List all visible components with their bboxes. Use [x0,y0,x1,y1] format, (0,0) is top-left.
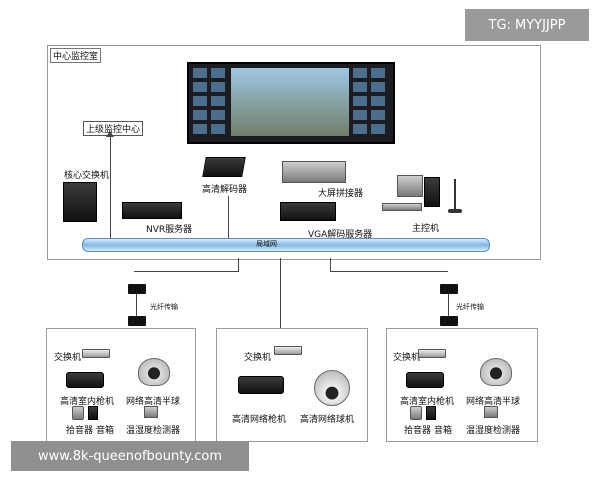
fiber-label-right: 光纤传输 [456,303,484,311]
branch-right-h [330,271,448,272]
nvr-server-label: NVR服务器 [146,225,193,235]
site-1-cam1-label: 高清室内枪机 [60,397,115,407]
fiber-converter-right-bottom [440,316,458,326]
site-1-switch-icon [82,349,110,358]
site-2-cam2-label: 高清网络球机 [300,415,355,425]
upper-center-link [110,133,111,238]
site-1-pickup-label: 拾音器 [66,426,94,436]
hd-decoder-link [228,196,229,238]
site-3-speaker-label: 音箱 [434,426,453,436]
watermark-tg: TG: MYYJJPP [465,9,589,41]
fiber-converter-left-bottom [128,316,146,326]
vga-server-label: VGA解码服务器 [308,230,373,240]
core-switch-icon [63,182,97,222]
vga-server-icon [280,202,336,221]
fiber-left-line [136,294,137,316]
site-2-ptz-camera-icon [314,370,350,406]
site-1-pickup-icon [72,406,84,420]
watermark-url: www.8k-queenofbounty.com [11,441,249,471]
host-computer-icon [382,175,472,217]
site-3-bullet-camera-icon [406,372,444,388]
fiber-right-line [448,294,449,316]
branch-left-v [238,258,239,272]
site-3-switch-icon [418,349,446,358]
site-2-switch-icon [274,346,302,355]
site-3-switch-label: 交换机 [393,353,421,363]
control-room-title: 中心监控室 [50,48,102,63]
site-3-pickup-label: 拾音器 [404,426,432,436]
fiber-label-left: 光纤传输 [150,303,178,311]
site-1-speaker-icon [88,406,98,420]
nvr-server-icon [122,202,182,219]
site-3-sensor-icon [484,406,498,418]
site-1-sensor-label: 温湿度检测器 [126,426,181,436]
branch-center-v [280,258,281,348]
site-2-switch-label: 交换机 [244,353,272,363]
arrow-up-icon [106,131,114,137]
site-1-dome-camera-icon [138,358,170,386]
site-1-switch-label: 交换机 [54,353,82,363]
splicer-label: 大屏拼接器 [318,189,364,199]
network-label: 局域网 [256,240,277,248]
site-1-speaker-label: 音箱 [96,426,115,436]
site-3-speaker-icon [426,406,436,420]
site-3-dome-camera-icon [480,358,512,386]
core-switch-label: 核心交换机 [64,171,110,181]
fiber-converter-left-top [128,284,146,294]
site-3-pickup-icon [410,406,422,420]
host-label: 主控机 [412,224,440,234]
fiber-converter-right-top [440,284,458,294]
hd-decoder-label: 高清解码器 [202,185,248,195]
site-2-cam1-label: 高清网络枪机 [232,415,287,425]
splicer-icon [282,161,346,183]
site-1-bullet-camera-icon [66,372,104,388]
hd-decoder-icon [202,157,246,177]
site-1-sensor-icon [144,406,158,418]
site-3-cam2-label: 网络高清半球 [466,397,521,407]
site-3-box [386,328,538,442]
branch-left-diag [134,271,238,272]
site-1-cam2-label: 网络高清半球 [126,397,181,407]
site-3-sensor-label: 温湿度检测器 [466,426,521,436]
video-wall [187,62,395,144]
site-2-bullet-camera-icon [238,376,284,394]
network-bus [82,238,490,252]
branch-right-v [330,258,331,272]
site-3-cam1-label: 高清室内枪机 [400,397,455,407]
